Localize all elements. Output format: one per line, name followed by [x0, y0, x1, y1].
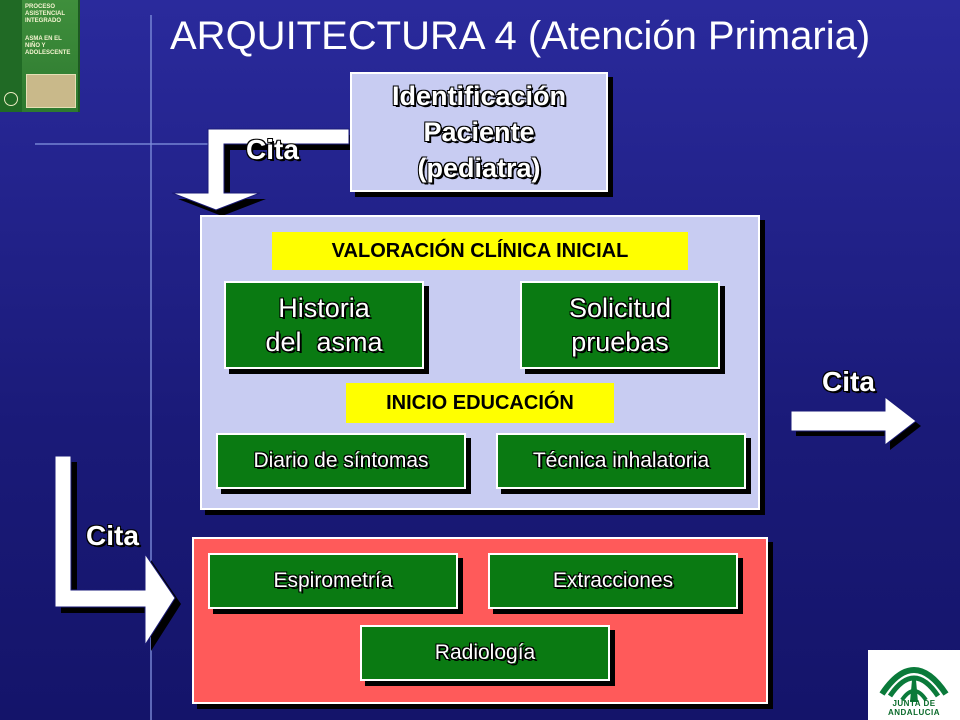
vertical-guide-line: [150, 15, 152, 720]
diario-box: Diario de síntomas: [216, 433, 466, 489]
extracciones-box: Extracciones: [488, 553, 738, 609]
cover-photo: [26, 74, 76, 108]
cover-spine: [0, 0, 22, 112]
identification-line-2: Paciente: [423, 117, 535, 147]
cover-seal-icon: [4, 92, 18, 106]
identification-line-1: Identificación: [391, 81, 567, 111]
junta-emblem-icon: [879, 667, 949, 702]
historia-line-1: Historia: [278, 293, 370, 323]
radiologia-label: Radiología: [434, 641, 536, 664]
espirometria-label: Espirometría: [273, 569, 393, 592]
arrow-ident-to-valoracion-icon: [171, 128, 355, 216]
cover-text-5: ASMA EN EL: [25, 36, 62, 42]
tecnica-box: Técnica inhalatoria: [496, 433, 746, 489]
radiologia-box: Radiología: [360, 625, 610, 681]
historia-line-2: del asma: [265, 327, 383, 357]
valoracion-header: VALORACIÓN CLÍNICA INICIAL: [272, 232, 688, 270]
horizontal-guide-line: [35, 143, 365, 145]
solicitud-box: Solicitud pruebas: [520, 281, 720, 369]
junta-andalucia-logo: JUNTA DE ANDALUCIA: [868, 650, 960, 720]
historia-box: Historia del asma: [224, 281, 424, 369]
cover-text-1: PROCESO: [25, 4, 56, 10]
cita-label-top: Cita: [246, 134, 299, 165]
identification-line-3: (pediatra): [417, 153, 541, 183]
extracciones-label: Extracciones: [552, 569, 674, 592]
cita-label-right: Cita: [822, 366, 875, 397]
cover-text-2: ASISTENCIAL: [25, 11, 66, 17]
book-cover-image: PROCESO ASISTENCIAL INTEGRADO ASMA EN EL…: [0, 0, 80, 112]
tecnica-label: Técnica inhalatoria: [532, 449, 710, 472]
pruebas-panel: Espirometría Extracciones Radiología: [192, 537, 768, 704]
identification-box: Identificación Paciente (pediatra): [350, 72, 608, 192]
diario-label: Diario de síntomas: [253, 449, 429, 472]
cover-text-7: ADOLESCENTE: [25, 50, 71, 56]
arrow-valoracion-to-pruebas-icon: [54, 455, 181, 651]
cover-text-6: NIÑO Y: [25, 43, 46, 49]
solicitud-line-1: Solicitud: [568, 293, 672, 323]
cita-label-left: Cita: [86, 520, 139, 551]
educacion-header: INICIO EDUCACIÓN: [346, 383, 614, 423]
solicitud-line-2: pruebas: [571, 327, 669, 357]
slide-title: ARQUITECTURA 4 (Atención Primaria): [170, 14, 871, 58]
espirometria-box: Espirometría: [208, 553, 458, 609]
cover-text-3: INTEGRADO: [25, 18, 61, 24]
arrow-exit-right-icon: [790, 395, 921, 450]
junta-logo-text: JUNTA DE ANDALUCIA: [887, 699, 941, 717]
valoracion-panel: VALORACIÓN CLÍNICA INICIAL Historia del …: [200, 215, 760, 510]
